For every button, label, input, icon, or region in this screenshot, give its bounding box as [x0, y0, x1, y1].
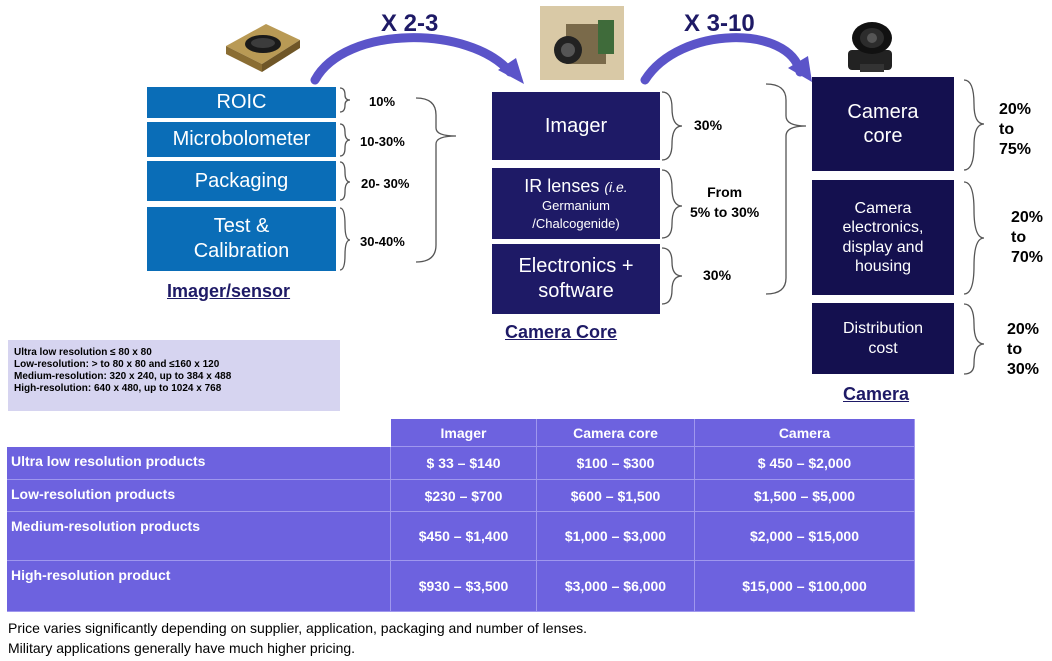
row-label: Ultra low resolution products [7, 447, 391, 480]
price-cell: $ 450 – $2,000 [695, 447, 915, 480]
price-cell: $ 33 – $140 [391, 447, 537, 480]
legend-line: High-resolution: 640 x 480, up to 1024 x… [14, 383, 222, 394]
imager-sensor-label: Imager/sensor [167, 281, 291, 301]
price-cell: $450 – $1,400 [391, 512, 537, 561]
multiplier-imager-to-core: X 2-3 [381, 10, 439, 37]
table-header: Camera core [537, 419, 695, 447]
resolution-legend: Ultra low resolution ≤ 80 x 80 Low-resol… [8, 340, 340, 411]
price-cell: $930 – $3,500 [391, 561, 537, 612]
price-cell: $15,000 – $100,000 [695, 561, 915, 612]
price-cell: $600 – $1,500 [537, 480, 695, 512]
ir-lenses-ie: (i.e. [604, 178, 628, 195]
price-cell: $3,000 – $6,000 [537, 561, 695, 612]
camera-core-image [540, 6, 624, 80]
distribution-cost-percent: 20% to 30% [1007, 321, 1040, 378]
packaging-percent: 20- 30% [361, 176, 410, 191]
camera-electronics-box: Camera electronics, display and housing [812, 180, 954, 295]
microbolometer-percent: 10-30% [360, 134, 405, 149]
camera-core-box: Camera core [812, 77, 954, 171]
core-brackets [661, 83, 807, 305]
camera-electronics-percent: 20% to 70% [1011, 209, 1044, 266]
legend-line: Low-resolution: > to 80 x 80 and ≤160 x … [14, 359, 220, 370]
microbolometer-box: Microbolometer [147, 122, 336, 157]
roic-box: ROIC [147, 87, 336, 118]
electronics-software-box: Electronics + software [492, 244, 660, 314]
core-imager-box: Imager [492, 92, 660, 160]
price-cell: $2,000 – $15,000 [695, 512, 915, 561]
camera-image [848, 22, 892, 72]
row-label: High-resolution product [7, 561, 391, 612]
ir-lenses-title: IR lenses (i.e. [524, 175, 627, 198]
table-row: Medium-resolution products $450 – $1,400… [7, 512, 915, 561]
table-header-row: Imager Camera core Camera [7, 419, 915, 447]
ir-lenses-box: IR lenses (i.e. Germanium /Chalcogenide) [492, 168, 660, 239]
camera-brackets [963, 79, 985, 375]
footnote-military: Military applications generally have muc… [8, 640, 356, 656]
table-row: Ultra low resolution products $ 33 – $14… [7, 447, 915, 480]
ir-lenses-label: IR lenses [524, 175, 605, 196]
price-cell: $1,000 – $3,000 [537, 512, 695, 561]
multiplier-core-to-camera: X 3-10 [684, 10, 755, 37]
electronics-software-percent: 30% [703, 267, 732, 283]
table-header: Camera [695, 419, 915, 447]
legend-line: Medium-resolution: 320 x 240, up to 384 … [14, 371, 232, 382]
price-cell: $100 – $300 [537, 447, 695, 480]
imager-brackets [339, 87, 457, 271]
table-header-blank [7, 419, 391, 447]
arrow-imager-to-core [310, 33, 524, 85]
price-table: Imager Camera core Camera Ultra low reso… [7, 419, 915, 612]
arrow-core-to-camera [640, 33, 812, 85]
row-label: Low-resolution products [7, 480, 391, 512]
price-cell: $1,500 – $5,000 [695, 480, 915, 512]
sensor-chip-image [226, 24, 300, 72]
camera-core-percent: 20% to 75% [999, 101, 1032, 158]
table-row: High-resolution product $930 – $3,500 $3… [7, 561, 915, 612]
table-row: Low-resolution products $230 – $700 $600… [7, 480, 915, 512]
row-label: Medium-resolution products [7, 512, 391, 561]
ir-lenses-materials: Germanium /Chalcogenide) [532, 198, 620, 231]
camera-label: Camera [843, 384, 910, 404]
roic-percent: 10% [369, 94, 396, 109]
footnote-pricing: Price varies significantly depending on … [8, 620, 588, 636]
price-cell: $230 – $700 [391, 480, 537, 512]
legend-line: Ultra low resolution ≤ 80 x 80 [14, 347, 152, 358]
camera-core-label: Camera Core [505, 322, 618, 342]
distribution-cost-box: Distribution cost [812, 303, 954, 374]
table-header: Imager [391, 419, 537, 447]
core-imager-percent: 30% [694, 117, 723, 133]
packaging-box: Packaging [147, 161, 336, 201]
test-calibration-box: Test & Calibration [147, 207, 336, 271]
ir-lenses-percent: From 5% to 30% [690, 184, 760, 221]
test-calibration-percent: 30-40% [360, 234, 405, 249]
